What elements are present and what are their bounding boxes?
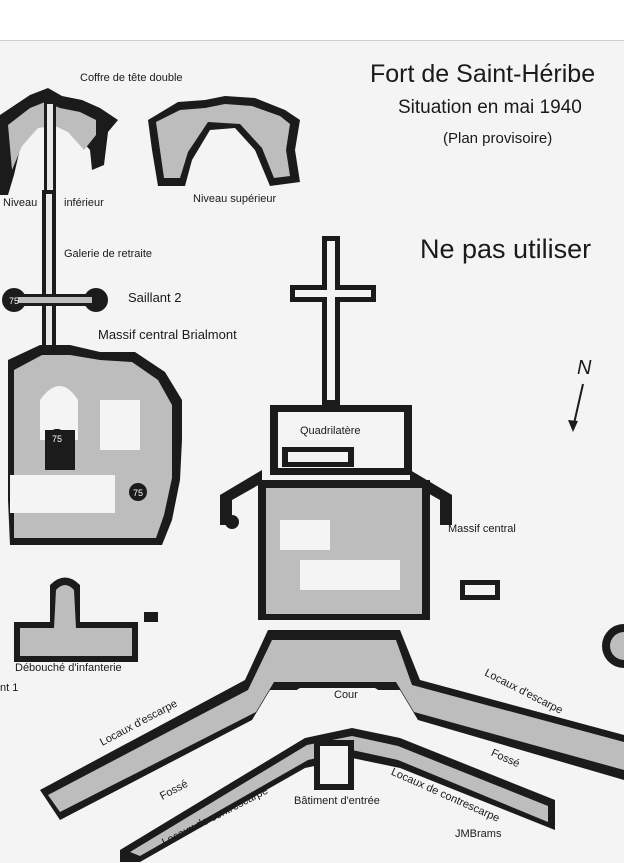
label-niveau-inf-b: inférieur [64, 197, 104, 209]
marker-label-a: 75 [52, 434, 62, 444]
label-author: JMBrams [455, 828, 502, 840]
plan-note: (Plan provisoire) [443, 130, 553, 147]
quadrilatere [220, 405, 452, 585]
label-debouche: Débouché d'infanterie [15, 662, 122, 674]
marker-label-c: 75 [9, 296, 19, 306]
escarpe-wings [40, 630, 624, 820]
label-fragment: nt 1 [0, 682, 19, 694]
saillant-2 [2, 288, 108, 312]
plan-subtitle: Situation en mai 1940 [398, 97, 582, 118]
label-quadrilatere: Quadrilatère [300, 425, 361, 437]
north-label: N [577, 357, 592, 379]
label-saillant: Saillant 2 [128, 290, 182, 305]
massif-brialmont [8, 345, 182, 545]
north-arrow [568, 383, 584, 432]
marker-label-b: 75 [133, 488, 143, 498]
label-massif-central: Massif central [448, 523, 516, 535]
label-batiment: Bâtiment d'entrée [294, 795, 380, 807]
label-massif-brialmont: Massif central Brialmont [98, 327, 237, 342]
warning-text: Ne pas utiliser [420, 234, 592, 264]
coffre-superieur [148, 96, 300, 186]
plan-title: Fort de Saint-Héribe [370, 60, 596, 88]
debouche-infanterie [14, 577, 158, 662]
label-galerie: Galerie de retraite [64, 248, 153, 260]
massif-central [225, 480, 500, 620]
contrescarpe [120, 728, 555, 862]
coffre-inferieur [0, 88, 118, 210]
marker-75-a [48, 429, 66, 447]
label-niveau-sup: Niveau supérieur [193, 193, 277, 205]
central-cross [290, 236, 376, 405]
label-niveau-inf-a: Niveau [3, 197, 38, 209]
label-cour: Cour [334, 689, 358, 701]
label-coffre: Coffre de tête double [80, 72, 183, 84]
